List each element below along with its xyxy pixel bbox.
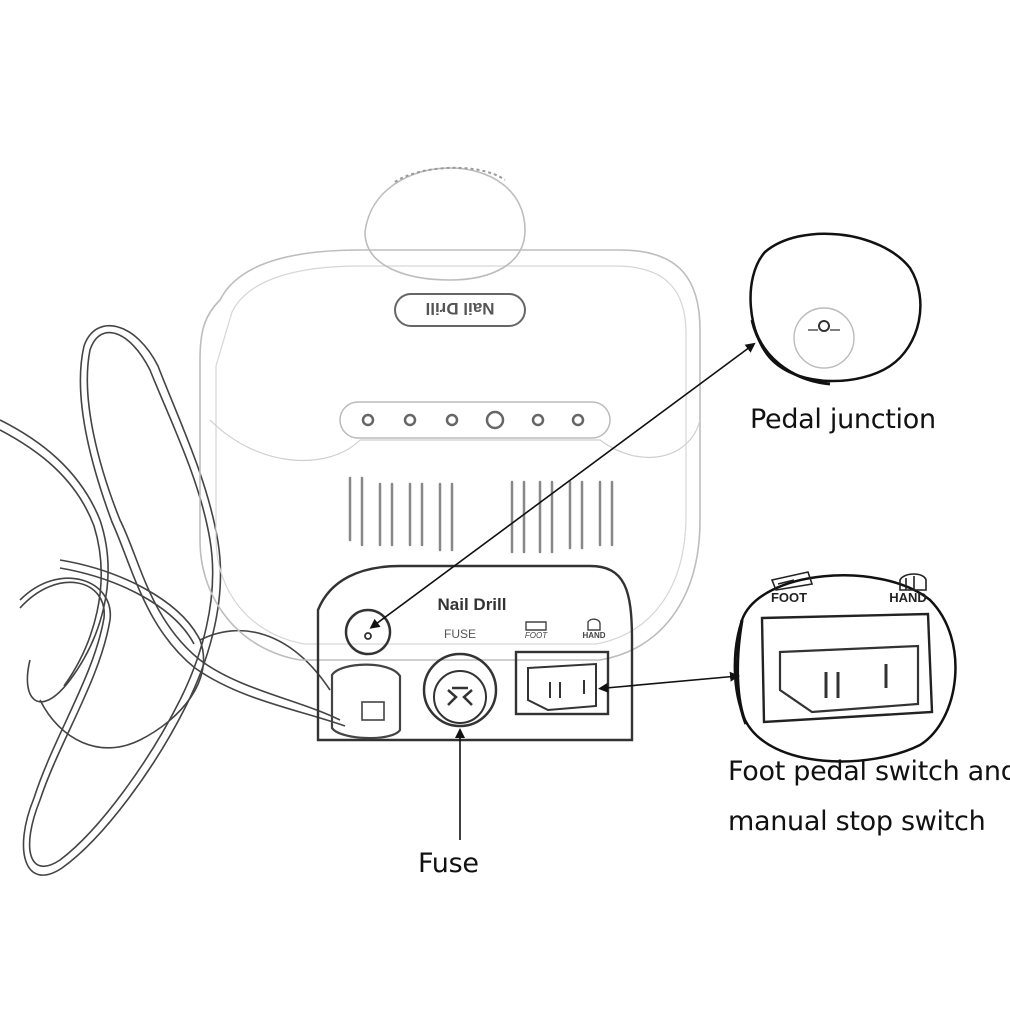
- pedal-zoom-rim: [750, 319, 831, 386]
- switch-arrow: [598, 671, 740, 693]
- top-brand-plate: [394, 293, 526, 327]
- pedal-zoom-pin: [818, 320, 830, 332]
- knob-ridges: [394, 166, 506, 183]
- zoom-switch-body: [778, 644, 920, 714]
- left-vents: [348, 476, 454, 552]
- top-knob: [364, 167, 526, 281]
- body-inner-outline: [215, 265, 687, 645]
- zoom-foot-icon: [770, 571, 814, 591]
- pedal-junction-label: Pedal junction: [750, 404, 936, 435]
- power-cord: [0, 324, 346, 876]
- pedal-zoom-circle: [749, 232, 922, 383]
- zoom-hand-label: HAND: [889, 590, 927, 605]
- panel-hand-label: HAND: [582, 631, 605, 640]
- rocker-switch-marks: [549, 680, 585, 698]
- fuse-holder-slot-icon: [447, 686, 473, 706]
- pedal-arrow: [369, 342, 756, 629]
- pedal-jack: [344, 608, 392, 656]
- switch-label-line2: manual stop switch: [728, 806, 986, 837]
- switch-zoom-rim: [735, 619, 748, 725]
- fuse-label: Fuse: [418, 848, 479, 879]
- pedal-zoom-socket: [793, 307, 855, 369]
- right-vents: [510, 480, 614, 554]
- panel-foot-icon: [525, 621, 547, 631]
- switch-label-line1: Foot pedal switch and: [728, 756, 1010, 787]
- rocker-switch-body: [527, 662, 597, 712]
- zoom-hand-icon: [899, 573, 927, 591]
- zoom-switch-marks: [824, 664, 888, 698]
- indicator-strip: [339, 401, 611, 439]
- panel-hand-icon: [587, 618, 601, 631]
- switch-zoom: FOOT HAND: [733, 571, 957, 763]
- rocker-switch-frame: [514, 650, 610, 716]
- panel-brand-text: Nail Drill: [438, 595, 507, 614]
- power-cord-plug: [361, 701, 385, 721]
- zoom-foot-label: FOOT: [771, 590, 807, 605]
- pedal-jack-pin: [364, 632, 372, 640]
- fuse-holder-outer: [422, 652, 498, 728]
- control-panel: Nail Drill FUSE FOOT HAND: [316, 564, 634, 742]
- indicator-lights: [361, 410, 585, 430]
- callout-arrows: [369, 342, 756, 840]
- panel-foot-label: FOOT: [525, 631, 548, 640]
- top-brand-text: Nail Drill: [426, 299, 495, 318]
- body-shoulder-curve: [209, 419, 701, 462]
- zoom-switch-frame: [760, 612, 934, 724]
- fuse-holder-inner: [433, 670, 487, 724]
- panel-fuse-label: FUSE: [444, 627, 476, 641]
- pedal-junction-zoom: [749, 232, 922, 386]
- power-cord-socket: [330, 663, 402, 740]
